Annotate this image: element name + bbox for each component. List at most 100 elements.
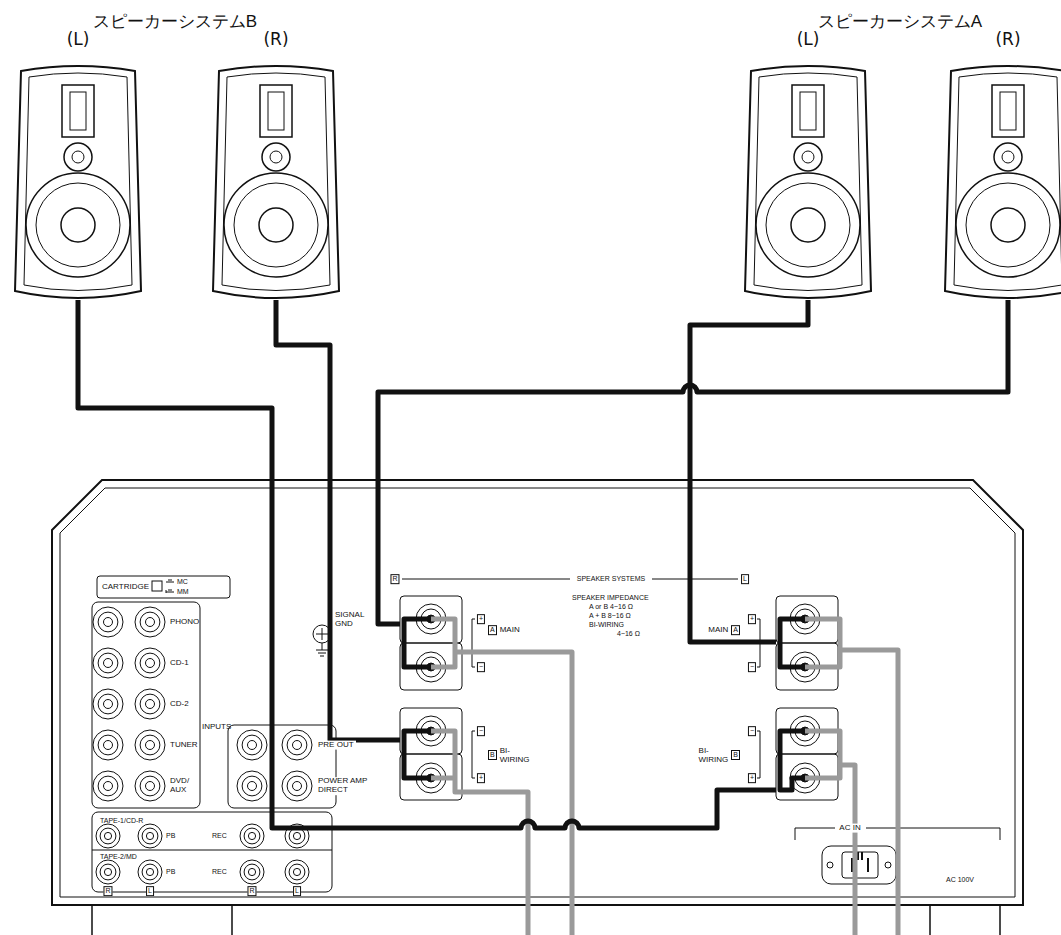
- jack-ring: [293, 868, 300, 875]
- ac-inlet: [822, 846, 896, 884]
- tape-label: TAPE-1/CD-R: [100, 817, 143, 825]
- terminal-label: BI-WIRINGB: [699, 746, 740, 764]
- section-label: SPEAKER SYSTEMS: [577, 575, 645, 583]
- jack-ring: [248, 832, 255, 839]
- tape-label: TAPE-2/MD: [100, 853, 137, 861]
- preout-frame: [228, 725, 336, 808]
- speaker-cable: [378, 300, 1008, 624]
- inlet-socket: [842, 852, 878, 878]
- jack-ring: [140, 653, 160, 673]
- jack-ring: [242, 776, 262, 796]
- speaker-outline: [943, 65, 1061, 300]
- jack-ring: [142, 828, 158, 844]
- channel-mark: L: [146, 886, 154, 896]
- tape-label: REC: [212, 868, 227, 876]
- jack-ring: [93, 771, 123, 801]
- jack-ring: [98, 612, 118, 632]
- speaker-outline: [13, 65, 143, 300]
- jack-ring: [287, 776, 307, 796]
- input-label: INPUTS: [202, 723, 231, 732]
- rca-jacks: [93, 607, 312, 884]
- jack-ring: [146, 659, 155, 668]
- polarity-sign: +: [748, 614, 756, 624]
- channel-mark: L: [741, 574, 749, 584]
- jack-ring: [146, 618, 155, 627]
- polarity-sign: −: [477, 726, 485, 736]
- jack-ring: [293, 782, 302, 791]
- jack-ring: [244, 828, 260, 844]
- jack-ring: [104, 868, 111, 875]
- speaker: (L): [743, 65, 873, 300]
- jack-ring: [285, 860, 309, 884]
- jack-ring: [135, 648, 165, 678]
- jack-ring: [242, 735, 262, 755]
- input-frame: [92, 602, 200, 808]
- polarity-sign: +: [748, 773, 756, 783]
- input-label: TUNER: [170, 741, 198, 750]
- grey-wires: [431, 619, 898, 935]
- jack-ring: [244, 864, 260, 880]
- panel-label: MC: [177, 578, 188, 586]
- jack-ring: [135, 730, 165, 760]
- inlet-screw: [885, 862, 891, 868]
- speaker-outline: [743, 65, 873, 300]
- jack-ring: [240, 860, 264, 884]
- inlet-label: AC 100V: [946, 876, 974, 884]
- jack-ring: [96, 824, 120, 848]
- cartridge-frame: [97, 576, 230, 598]
- jack-ring: [146, 782, 155, 791]
- spec-text: BI-WIRING: [589, 621, 624, 629]
- terminal-block: BBI-WIRING: [400, 708, 462, 800]
- jack-ring: [100, 828, 116, 844]
- jack-ring: [140, 612, 160, 632]
- panel-feet: [92, 905, 1000, 935]
- channel-label: (L): [67, 29, 90, 49]
- jack-ring: [98, 653, 118, 673]
- jack-ring: [138, 824, 162, 848]
- terminal-name: MAIN: [500, 626, 520, 635]
- polarity-sign: −: [748, 662, 756, 672]
- polarity-sign: +: [477, 614, 485, 624]
- input-label: PHONO: [170, 618, 199, 627]
- tape-label: PB: [166, 868, 175, 876]
- switch-symbol: [166, 580, 174, 593]
- channel-mark: R: [247, 886, 256, 896]
- jack-ring: [104, 741, 113, 750]
- jack-ring: [104, 782, 113, 791]
- terminal-block: BI-WIRINGB: [776, 708, 838, 800]
- jack-ring: [98, 735, 118, 755]
- jack-ring: [237, 730, 267, 760]
- panel-label: SIGNAL GND: [335, 611, 371, 629]
- input-label: DVD/ AUX: [170, 777, 196, 795]
- inlet-screw: [827, 862, 833, 868]
- channel-label: (R): [263, 29, 288, 49]
- system-letter: A: [731, 625, 740, 635]
- terminal-label: MAINA: [708, 625, 740, 635]
- jack-ring: [237, 771, 267, 801]
- jack-ring: [104, 659, 113, 668]
- group-heading: スピーカーシステムA: [818, 13, 982, 32]
- jack-ring: [289, 864, 305, 880]
- spec-text: 4~16 Ω: [617, 630, 640, 638]
- cartridge-switch: [152, 581, 162, 591]
- jack-ring: [93, 730, 123, 760]
- jack-ring: [135, 771, 165, 801]
- jack-ring: [98, 776, 118, 796]
- jack-ring: [146, 832, 153, 839]
- spec-text: A + B 8~16 Ω: [589, 612, 631, 620]
- panel-inner: [60, 488, 1015, 897]
- jack-ring: [100, 864, 116, 880]
- terminal-block: AMAIN: [400, 596, 462, 690]
- terminal-name: MAIN: [708, 626, 728, 635]
- jack-ring: [93, 648, 123, 678]
- jack-ring: [93, 689, 123, 719]
- tape-frame: [92, 812, 332, 892]
- channel-label: (R): [995, 29, 1020, 49]
- jack-ring: [248, 868, 255, 875]
- speaker: (L): [13, 65, 143, 300]
- system-letter: B: [731, 750, 740, 760]
- output-label: POWER AMP DIRECT: [316, 777, 376, 795]
- jack-ring: [138, 860, 162, 884]
